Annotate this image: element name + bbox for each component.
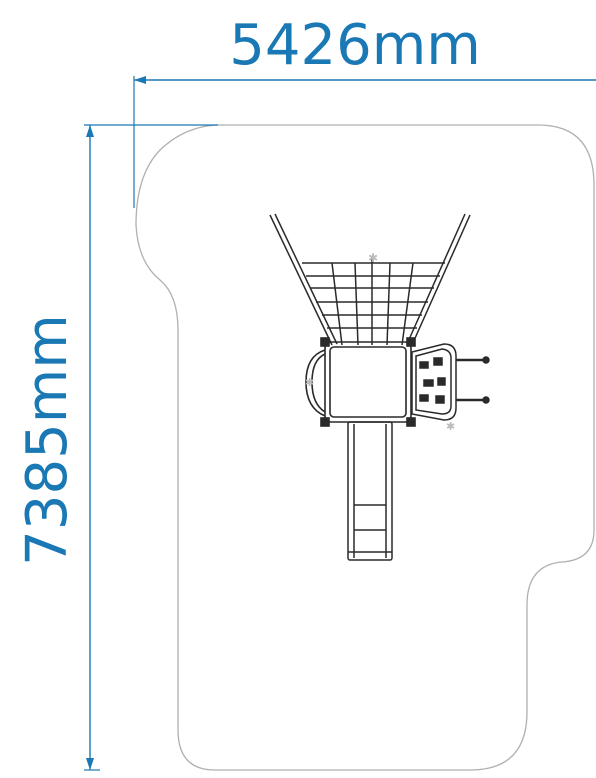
play-tower: ✱ [305, 337, 416, 427]
climbing-hold [419, 394, 429, 402]
net-left-pole [269, 214, 333, 346]
net-strand [331, 262, 343, 346]
handle-knob [482, 356, 490, 364]
climbing-wall-panel-inner [415, 348, 452, 415]
net-strand [401, 262, 414, 346]
net-right-pole-inner [406, 213, 466, 345]
height-dimension-label: 7385mm [15, 314, 80, 566]
net-anchor-marker: ✱ [368, 251, 378, 265]
tower-roof-left [305, 349, 326, 417]
tower-post [320, 337, 330, 347]
safety-zone-outline [135, 124, 595, 771]
climbing-hold [419, 361, 429, 369]
tower-post [320, 417, 330, 427]
net-right-pole [411, 214, 471, 346]
tower-deck-inner [329, 346, 407, 418]
tower-deck [324, 341, 412, 423]
net-strand [386, 262, 391, 346]
net-left-pole-inner [274, 213, 338, 345]
height-arrow-top [86, 125, 94, 137]
climbing-wall-panel [411, 343, 457, 421]
slide [347, 421, 393, 561]
tower-post [406, 417, 416, 427]
width-dimension [133, 76, 596, 208]
slide-body [347, 421, 393, 561]
tower-post [406, 337, 416, 347]
climbing-wall: ✱ [411, 343, 490, 433]
climbing-net: ✱ [269, 213, 471, 346]
height-dimension [84, 124, 218, 771]
climbing-hold [423, 379, 434, 387]
net-strand [354, 262, 359, 346]
tower-anchor-marker: ✱ [305, 376, 314, 389]
tower-roof-left-inner [311, 353, 326, 413]
width-dimension-label: 5426mm [229, 13, 481, 78]
width-arrow-left [134, 76, 146, 84]
climbing-hold [435, 395, 445, 404]
wall-anchor-marker: ✱ [446, 420, 455, 433]
climbing-hold [437, 377, 446, 386]
handle-knob [482, 396, 490, 404]
climbing-hold [433, 357, 443, 366]
height-arrow-bottom [86, 758, 94, 770]
